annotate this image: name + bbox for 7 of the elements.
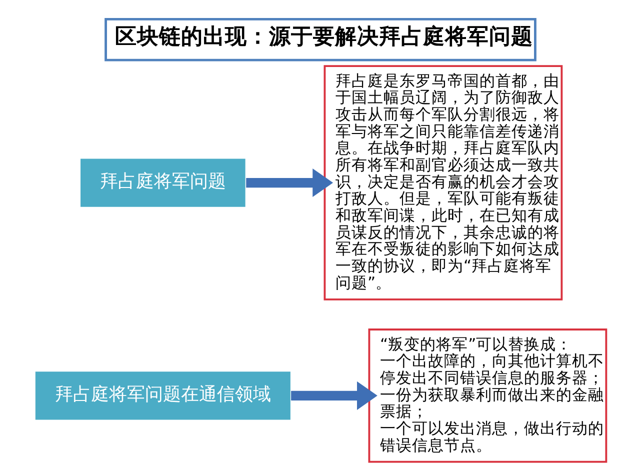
diagram-title: 区块链的出现：源于要解决拜占庭将军问题 bbox=[114, 24, 532, 50]
node-box: 拜占庭是东罗马帝国的首都，由于国土幅员辽阔，为了防御敌人攻击从而每个军队分割很远，将军与将军之间只能靠信差传递消息。在战争时期，拜占庭军队内所有将军和副官必须达成一致共识，决定是否有赢的机会才会攻打敌人。但是，军队可能有叛徒和敌军间谍，此时，在已知有成员谋反的情况下，其余忠诚的将军在不受叛徒的影响下如何达成一致的协议，即为“拜占庭将军问题”。 bbox=[323, 65, 562, 300]
node-box: “叛变的将军”可以替换成： 一个出故障的，向其他计算机不停发出不同错误信息的服务器； 一份为获取暴利而做出来的金融票据； 一个可以发出消息，做出行动的错误信息节点。 bbox=[368, 328, 607, 463]
node-box: 拜占庭将军问题在通信领域 bbox=[34, 370, 292, 421]
arrow bbox=[290, 381, 377, 410]
arrow bbox=[246, 168, 333, 198]
node-box: 拜占庭将军问题 bbox=[78, 158, 246, 208]
